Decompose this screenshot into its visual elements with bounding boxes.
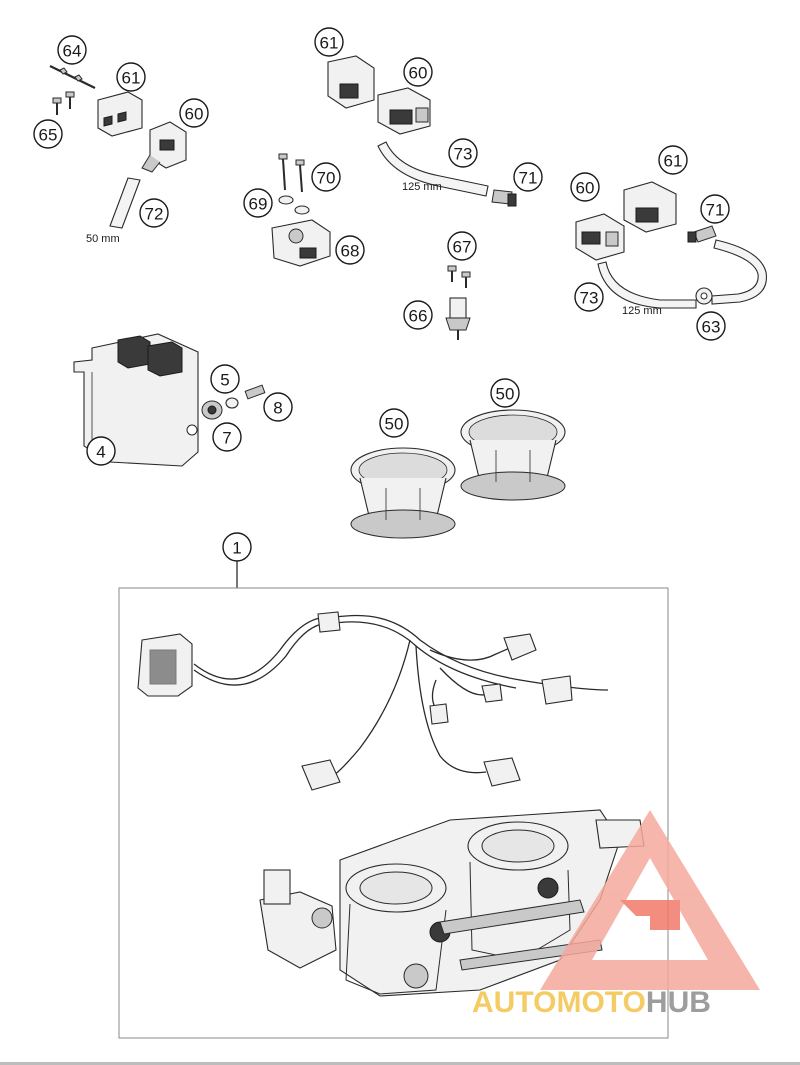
sensor-60-a	[141, 121, 187, 173]
svg-text:61: 61	[122, 69, 141, 88]
callout-65: 65	[33, 119, 63, 149]
svg-text:72: 72	[145, 205, 164, 224]
sensor-60-b	[377, 87, 431, 135]
callout-64: 64	[57, 35, 87, 65]
callout-72: 72	[139, 198, 169, 228]
screw-part-65	[52, 91, 75, 115]
watermark-text: AUTOMOTOHUB	[472, 986, 711, 1019]
svg-text:61: 61	[320, 34, 339, 53]
wiring-harness	[137, 611, 609, 791]
svg-text:60: 60	[576, 179, 595, 198]
callout-5: 5	[210, 364, 240, 394]
callout-60-a: 60	[179, 98, 209, 128]
clip-63	[695, 287, 713, 305]
callout-60-c: 60	[570, 172, 600, 202]
callout-61-a: 61	[116, 62, 146, 92]
callout-71-b: 71	[700, 194, 730, 224]
callout-60-b: 60	[403, 57, 433, 87]
callout-71-a: 71	[513, 162, 543, 192]
svg-text:8: 8	[273, 399, 282, 418]
washers-69	[278, 195, 310, 215]
svg-text:71: 71	[706, 201, 725, 220]
sensor-66	[445, 297, 471, 340]
sensor-60-c	[575, 213, 625, 261]
svg-text:71: 71	[519, 169, 538, 188]
assembly-frame	[118, 587, 669, 1039]
fitting-71-b	[687, 225, 717, 243]
svg-text:66: 66	[409, 307, 428, 326]
grommet-7	[201, 400, 223, 420]
callout-68: 68	[335, 235, 365, 265]
svg-text:5: 5	[220, 371, 229, 390]
svg-text:50: 50	[385, 415, 404, 434]
connector-housing-61-b	[327, 55, 375, 109]
air-funnel-50-right	[460, 409, 566, 501]
svg-text:69: 69	[249, 195, 268, 214]
svg-text:7: 7	[222, 429, 231, 448]
callout-73-a: 73	[448, 138, 478, 168]
automotohub-watermark: AUTOMOTOHUB	[472, 810, 760, 1019]
callout-66: 66	[403, 300, 433, 330]
screws-67	[447, 265, 471, 288]
air-funnel-50-left	[350, 447, 456, 539]
watermark-logo-triangle	[540, 810, 760, 990]
pin-part-64	[49, 65, 96, 89]
svg-text:64: 64	[63, 42, 82, 61]
callout-70: 70	[311, 162, 341, 192]
connector-housing-61-a	[97, 91, 143, 137]
dimension-50mm: 50 mm	[86, 233, 120, 245]
ecu-control-unit-4	[73, 333, 199, 467]
svg-text:65: 65	[39, 126, 58, 145]
svg-text:1: 1	[232, 539, 241, 558]
callout-61-c: 61	[658, 145, 688, 175]
callout-63: 63	[696, 311, 726, 341]
svg-text:60: 60	[409, 64, 428, 83]
svg-text:68: 68	[341, 242, 360, 261]
sleeve-5	[225, 397, 239, 409]
svg-text:50: 50	[496, 385, 515, 404]
svg-text:73: 73	[454, 145, 473, 164]
connector-housing-61-c	[623, 181, 677, 233]
svg-text:67: 67	[453, 238, 472, 257]
bolt-8	[244, 384, 266, 400]
hose-73-a	[377, 141, 489, 197]
dimension-125mm-b: 125 mm	[622, 305, 662, 317]
callout-73-b: 73	[574, 282, 604, 312]
callout-50-right: 50	[490, 378, 520, 408]
callout-61-b: 61	[314, 27, 344, 57]
callout-1: 1	[222, 532, 252, 562]
callout-69: 69	[243, 188, 273, 218]
svg-text:73: 73	[580, 289, 599, 308]
fitting-71-a	[491, 189, 517, 207]
svg-text:60: 60	[185, 105, 204, 124]
svg-text:4: 4	[96, 443, 105, 462]
callout-67: 67	[447, 231, 477, 261]
dimension-125mm-a: 125 mm	[402, 181, 442, 193]
hose-72	[109, 177, 141, 229]
callout-4: 4	[86, 436, 116, 466]
callout-50-left: 50	[379, 408, 409, 438]
svg-text:63: 63	[702, 318, 721, 337]
hose-73-b	[597, 239, 768, 309]
callout-7: 7	[212, 422, 242, 452]
callout-8: 8	[263, 392, 293, 422]
svg-text:61: 61	[664, 152, 683, 171]
bottom-divider	[0, 1062, 800, 1065]
bolts-70	[278, 153, 305, 193]
throttle-sensor-68	[271, 219, 331, 267]
svg-text:70: 70	[317, 169, 336, 188]
